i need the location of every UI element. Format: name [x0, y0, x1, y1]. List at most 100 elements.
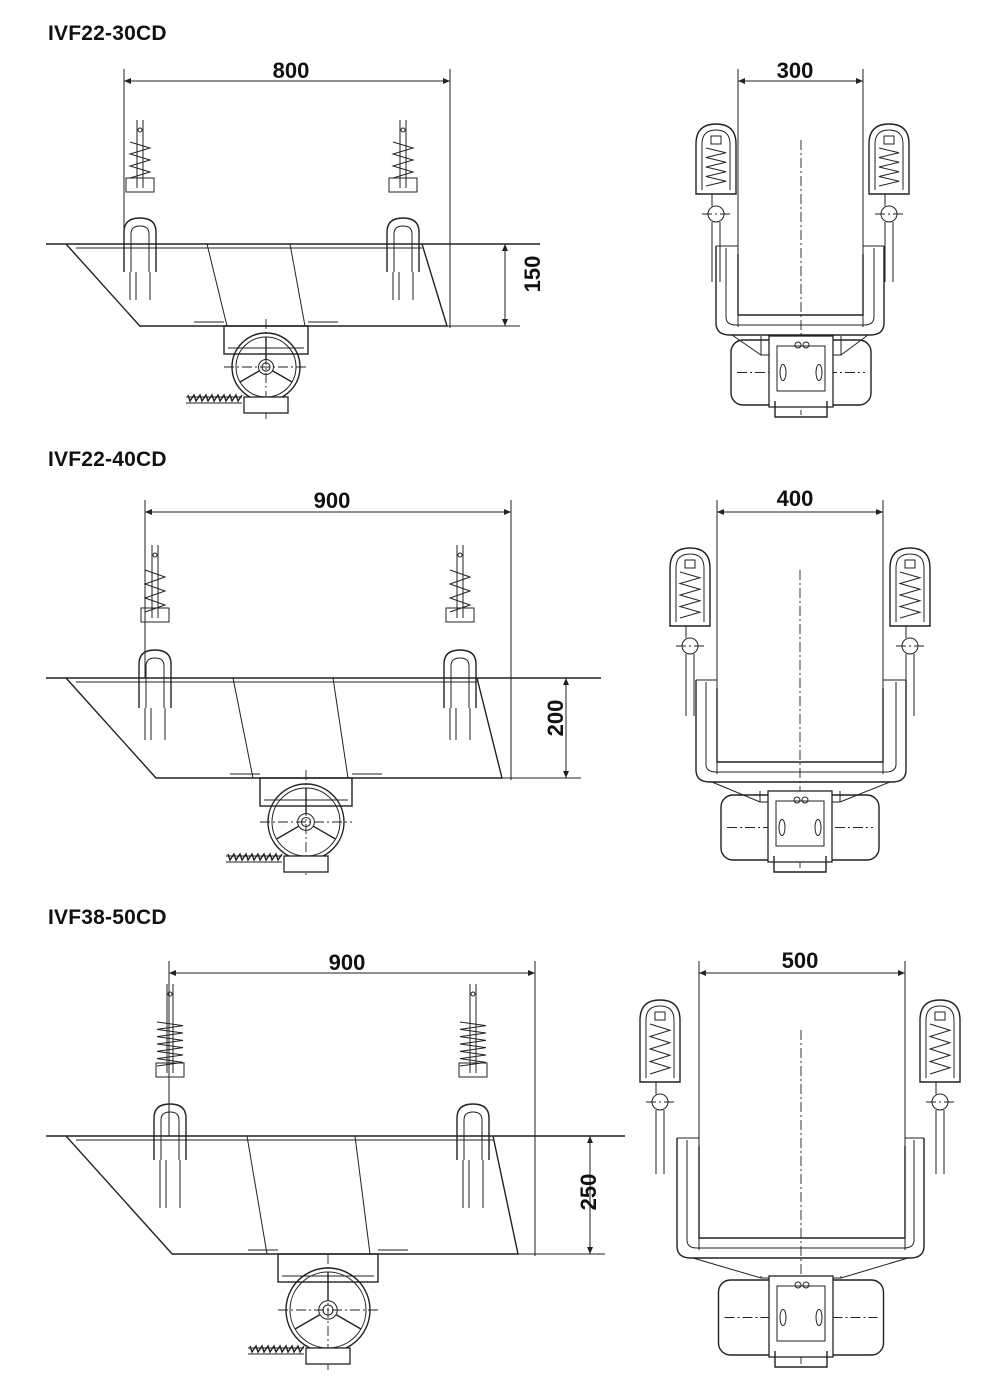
spring-icon — [928, 1023, 952, 1075]
motor-spoke — [335, 1314, 362, 1330]
spring-cap-inner — [895, 553, 925, 622]
trough-liner — [737, 254, 864, 316]
yoke — [443, 649, 477, 708]
spring-cap-inner — [645, 1005, 675, 1078]
slot-icon — [779, 1309, 787, 1326]
spring-cap-inner — [925, 1005, 955, 1078]
width-dimension: 300 — [777, 58, 814, 83]
spring-cap — [695, 123, 737, 195]
spring-cap — [669, 547, 711, 627]
trough-base — [692, 1257, 909, 1279]
height-dimension: 200 — [543, 700, 568, 737]
rod-hole — [457, 552, 463, 558]
yoke-inner — [450, 657, 470, 708]
chute-edge — [289, 243, 306, 327]
motor-spoke — [239, 370, 260, 383]
terminal-box — [283, 855, 329, 873]
front-view-3 — [639, 961, 961, 1368]
nut-block — [458, 1062, 488, 1078]
rod-hole — [470, 991, 476, 997]
spring-cap — [889, 547, 931, 627]
spring-icon — [448, 569, 472, 613]
nut-icon — [654, 1011, 666, 1021]
motor-mount — [768, 1275, 834, 1358]
side-view-3 — [46, 961, 625, 1370]
side-view-1 — [46, 69, 540, 419]
nut-block — [140, 607, 170, 623]
front-view-2 — [669, 500, 931, 873]
spring-icon — [459, 1021, 487, 1067]
cable-icon — [227, 852, 283, 862]
nut-block — [125, 177, 155, 193]
nut-icon — [883, 135, 895, 145]
spring-icon — [705, 147, 727, 187]
yoke-inner — [145, 657, 165, 708]
trough-liner — [716, 688, 884, 763]
yoke — [123, 217, 157, 272]
trough-outer — [695, 680, 907, 783]
trough-inner — [705, 682, 897, 773]
bolt-icon — [794, 1281, 802, 1289]
yoke — [153, 1103, 187, 1160]
spring-icon — [143, 569, 167, 613]
terminal-box — [774, 401, 828, 418]
chute-edge — [246, 1135, 268, 1255]
trough-inner — [725, 248, 875, 326]
spring-cap — [868, 123, 910, 195]
yoke-inner — [160, 1111, 180, 1160]
spring-icon — [678, 571, 702, 619]
chute-edge — [354, 1135, 371, 1255]
motor-spoke — [272, 370, 293, 383]
nut-icon — [710, 135, 722, 145]
spring-cap-inner — [701, 129, 731, 190]
model-title: IVF22-30CD — [48, 22, 167, 45]
model-title: IVF22-40CD — [48, 448, 167, 471]
chute-edge — [232, 677, 254, 779]
chute-edge — [332, 677, 349, 779]
rod-hole — [137, 127, 143, 133]
nut-block — [445, 607, 475, 623]
spring-cap — [919, 999, 961, 1083]
spring-cap-inner — [874, 129, 904, 190]
rod-hole — [400, 127, 406, 133]
spring-cap-inner — [675, 553, 705, 622]
bolt-icon — [802, 1281, 810, 1289]
length-dimension: 900 — [314, 488, 351, 513]
spring-icon — [878, 147, 900, 187]
trough-outer — [676, 1138, 925, 1259]
width-dimension: 500 — [782, 948, 819, 973]
trough-body — [65, 677, 503, 779]
length-dimension: 800 — [273, 58, 310, 83]
model-title: IVF38-50CD — [48, 906, 167, 929]
length-dimension: 900 — [329, 950, 366, 975]
bolt-icon — [801, 796, 809, 804]
front-view-1 — [695, 69, 910, 418]
spring-cap — [639, 999, 681, 1083]
spring-icon — [128, 141, 152, 179]
nut-icon — [904, 559, 916, 569]
slot-icon — [814, 819, 822, 836]
nut-icon — [684, 559, 696, 569]
nut-block — [155, 1062, 185, 1078]
slot-icon — [778, 819, 786, 836]
spring-icon — [156, 1021, 184, 1067]
trough-outer — [715, 246, 885, 336]
motor-spoke — [294, 1314, 321, 1330]
nut-block — [388, 177, 418, 193]
trough-body — [65, 1135, 519, 1255]
motor-spoke — [312, 825, 336, 840]
chute-edge — [206, 243, 228, 327]
slot-icon — [815, 1309, 823, 1326]
yoke — [456, 1103, 490, 1160]
cable-icon — [249, 1344, 305, 1354]
slot-icon — [779, 364, 787, 381]
rod-hole — [167, 991, 173, 997]
bolt-icon — [802, 341, 810, 349]
terminal-box — [305, 1347, 351, 1365]
cable-icon — [187, 393, 243, 403]
yoke — [138, 649, 172, 708]
bolt-icon — [793, 796, 801, 804]
trough-liner — [698, 1146, 906, 1239]
nut-icon — [934, 1011, 946, 1021]
